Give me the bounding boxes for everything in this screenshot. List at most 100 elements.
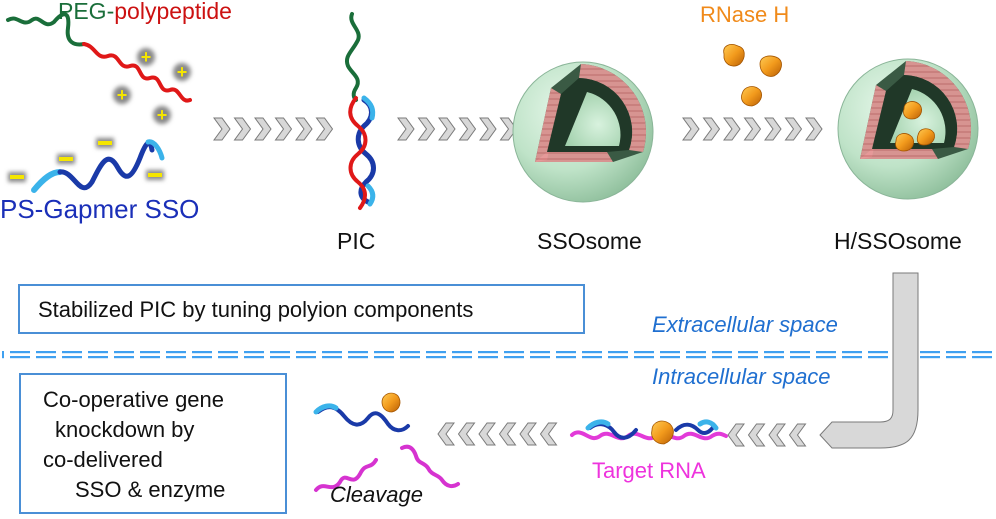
membrane-dash	[660, 351, 680, 354]
membrane-dash	[452, 351, 472, 354]
positive-charges: + + + +	[113, 47, 191, 125]
membrane-dash	[348, 356, 368, 359]
membrane-dash	[478, 351, 498, 354]
arrow-chevrons-to-target-rna	[727, 423, 807, 447]
peg-polypeptide-strand	[6, 12, 192, 103]
membrane-dash	[426, 351, 446, 354]
pic-label: PIC	[337, 228, 376, 254]
polypeptide-label: polypeptide	[114, 0, 232, 24]
membrane-dash	[634, 351, 654, 354]
chevron-right-icon	[682, 117, 700, 141]
membrane-dash	[478, 356, 498, 359]
membrane-dash	[114, 351, 134, 354]
membrane-dash	[634, 356, 654, 359]
membrane-dash	[530, 351, 550, 354]
membrane-dash	[10, 356, 30, 359]
chevron-right-icon	[743, 117, 762, 141]
cell-membrane-dashed-line	[2, 351, 992, 359]
negative-charge-icon	[96, 138, 114, 148]
negative-charge-icon	[146, 170, 164, 180]
membrane-dash	[348, 351, 368, 354]
rnase-h-label: RNase H	[700, 2, 790, 27]
membrane-dash	[400, 351, 420, 354]
membrane-dash	[192, 356, 212, 359]
membrane-dash	[88, 351, 108, 354]
membrane-dash	[374, 351, 394, 354]
rnase-h-icon	[916, 128, 935, 146]
negative-charge-icon	[57, 154, 75, 164]
chevron-right-icon	[274, 117, 293, 141]
membrane-dash	[712, 351, 732, 354]
rnase-h-icon	[759, 55, 782, 77]
membrane-dash	[114, 356, 134, 359]
chevron-left-icon	[539, 422, 558, 446]
chevron-right-icon	[254, 117, 272, 141]
chevron-left-icon	[747, 423, 766, 447]
membrane-dash	[426, 356, 446, 359]
chevron-right-icon	[805, 117, 823, 141]
membrane-dash	[660, 356, 680, 359]
svg-text:+: +	[117, 85, 128, 105]
peg-label: PEG	[58, 0, 107, 24]
membrane-dash	[218, 356, 238, 359]
chevron-right-icon	[315, 117, 334, 141]
membrane-dash	[816, 356, 836, 359]
positive-charge-icon: +	[153, 105, 171, 125]
membrane-dash	[270, 351, 290, 354]
chevron-left-icon	[478, 422, 496, 446]
chevron-right-icon	[784, 117, 803, 141]
chevron-left-icon	[498, 422, 517, 446]
membrane-dash	[270, 356, 290, 359]
chevron-right-icon	[702, 117, 721, 141]
h-ssosome-sphere	[837, 58, 979, 200]
sso-strand	[31, 139, 165, 193]
extracellular-label: Extracellular space	[652, 312, 838, 337]
membrane-dash	[764, 356, 784, 359]
chevron-left-icon	[727, 423, 745, 447]
text-line: co-delivered	[43, 447, 163, 472]
membrane-dash	[166, 356, 186, 359]
membrane-dash	[400, 356, 420, 359]
chevron-right-icon	[213, 117, 231, 141]
cooperative-knockdown-text: Co-operative gene knockdown by co-delive…	[43, 385, 225, 505]
membrane-dash	[738, 356, 758, 359]
text-line: knockdown by	[55, 417, 195, 442]
target-rna-complex	[570, 419, 728, 445]
membrane-dash	[790, 356, 810, 359]
membrane-dash	[790, 351, 810, 354]
membrane-dash	[140, 351, 160, 354]
membrane-dash	[218, 351, 238, 354]
membrane-dash	[920, 356, 940, 359]
chevron-left-icon	[457, 422, 476, 446]
cleavage-label: Cleavage	[330, 482, 423, 507]
membrane-dash	[686, 356, 706, 359]
membrane-dash	[556, 356, 576, 359]
positive-charge-icon: +	[137, 47, 155, 67]
membrane-dash	[868, 356, 888, 359]
membrane-dash	[972, 351, 992, 354]
membrane-dash	[816, 351, 836, 354]
chevron-left-icon	[788, 423, 807, 447]
membrane-dash	[322, 356, 342, 359]
target-rna-label: Target RNA	[592, 458, 706, 483]
membrane-dash	[322, 351, 342, 354]
ssosome-sphere	[512, 61, 654, 203]
rnase-h-enzymes	[723, 44, 782, 107]
rnase-h-icon	[651, 420, 674, 445]
peg-polypeptide-label: PEG-polypeptide	[58, 0, 232, 25]
chevron-left-icon	[519, 422, 537, 446]
negative-charge-icon	[8, 172, 26, 182]
chevron-right-icon	[397, 117, 415, 141]
membrane-dash	[452, 356, 472, 359]
membrane-dash	[374, 356, 394, 359]
ssosome-label: SSOsome	[537, 228, 642, 254]
cleavage-products	[313, 392, 460, 492]
membrane-dash	[842, 351, 862, 354]
membrane-dash	[608, 351, 628, 354]
rnase-h-icon	[741, 86, 762, 107]
rnase-h-icon	[723, 44, 745, 67]
arrow-chevrons-to-cleavage	[437, 422, 558, 446]
chevron-right-icon	[233, 117, 252, 141]
membrane-dash	[946, 351, 966, 354]
